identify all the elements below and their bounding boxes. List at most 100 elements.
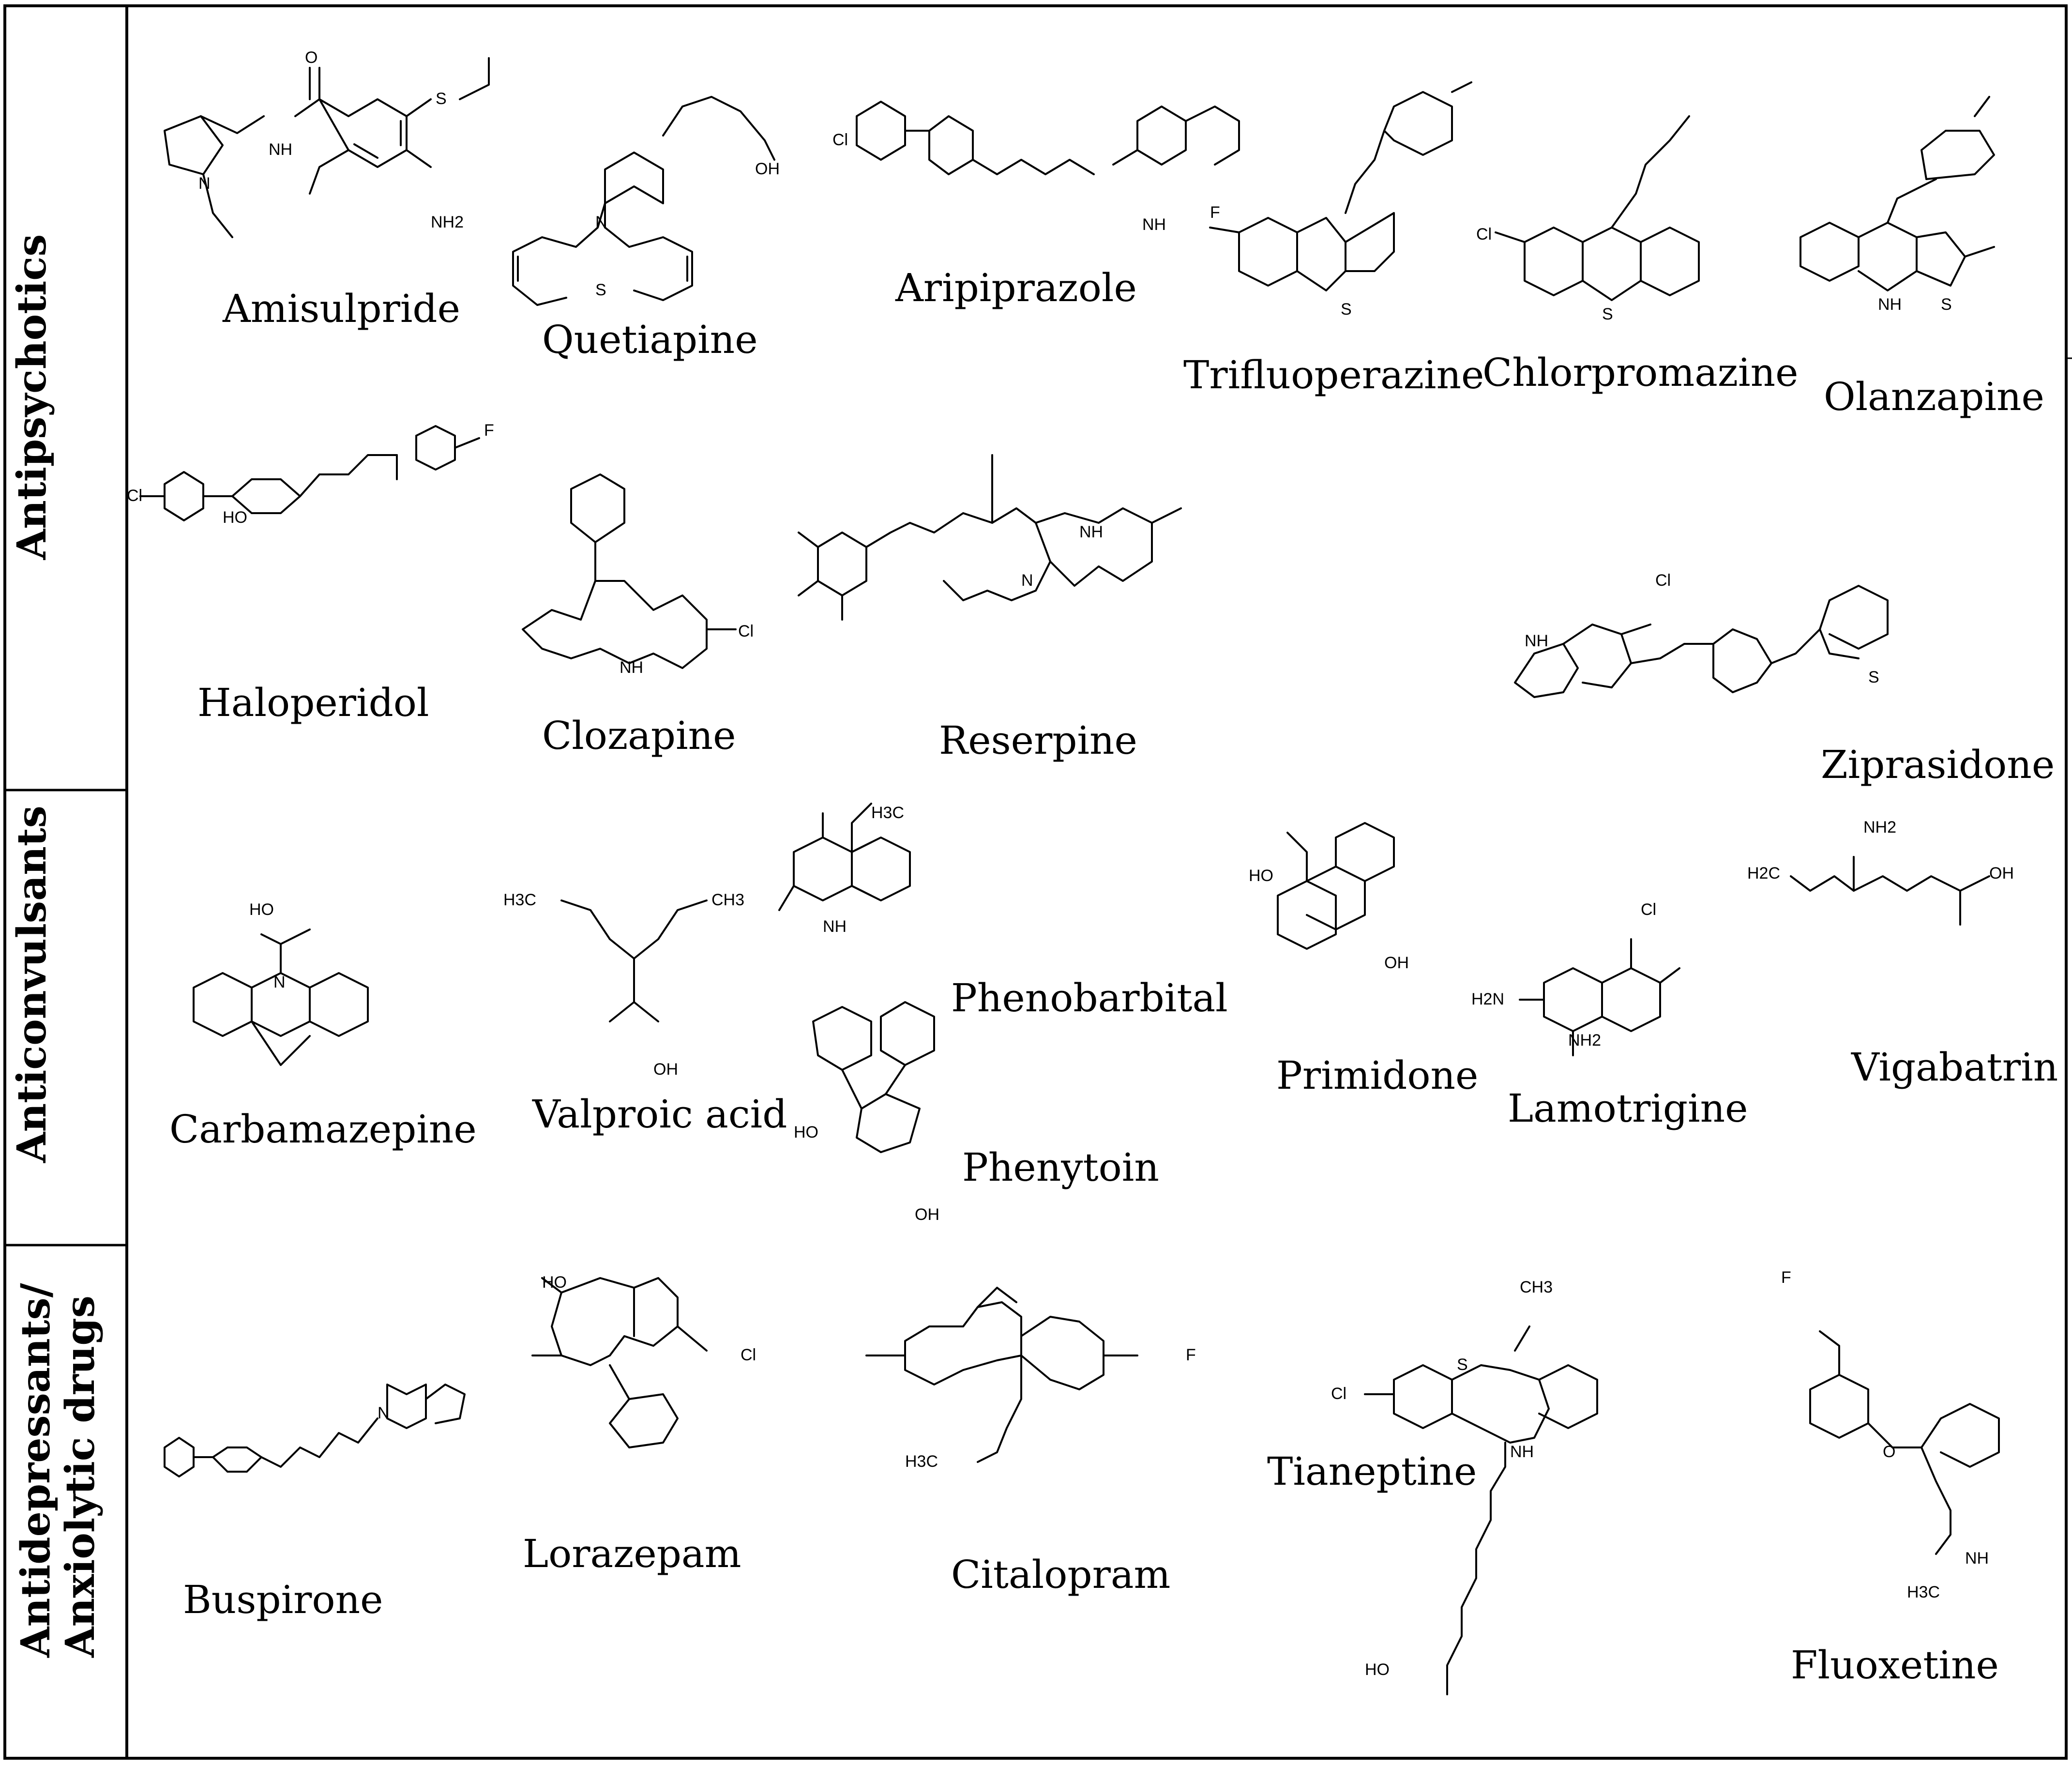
haloperidol-atom-f: F [484,421,494,440]
drug-name-lamotrigine: Lamotrigine [1508,1086,1748,1131]
clozapine-atom-nh: NH [620,658,643,677]
quetiapine-atom-oh: OH [755,160,780,178]
fluoxetine-atom-h3c: H3C [1907,1583,1940,1601]
chlorpromazine-atom-s: S [1602,305,1613,323]
reserpine-structure [798,454,1182,621]
vigabatrin-atom-nh2: NH2 [1863,818,1896,837]
drug-name-amisulpride: Amisulpride [223,286,460,331]
tianeptine-atom-nh: NH [1510,1443,1534,1461]
carbamazepine-atom-n: N [273,973,286,991]
valproic-atom-oh: OH [653,1060,678,1079]
vigabatrin-atom-oh: OH [1989,864,2014,883]
citalopram-atom-h3c: H3C [905,1452,938,1471]
trifluoperazine-atom-f: F [1210,203,1220,222]
lamotrigine-structure [1519,938,1680,1056]
trifluoperazine-structure [1209,81,1472,291]
drug-name-phenobarbital: Phenobarbital [951,975,1228,1020]
phenobarbital-atom-nh: NH [823,917,847,936]
lorazepam-atom-ho: HO [542,1273,567,1292]
amisulpride-atom-o: O [305,48,318,67]
clozapine-atom-cl: Cl [738,622,754,640]
vigabatrin-atom-h2c: H2C [1747,864,1780,883]
drug-name-primidone: Primidone [1276,1053,1479,1098]
drug-name-tianeptine: Tianeptine [1267,1449,1477,1494]
drug-name-carbamazepine: Carbamazepine [169,1107,477,1152]
drug-name-trifluoperazine: Trifluoperazine [1183,352,1484,397]
drug-name-phenytoin: Phenytoin [962,1145,1159,1190]
ziprasidone-atom-cl: Cl [1655,571,1671,590]
ziprasidone-structure [1514,585,1889,698]
citalopram-structure [865,1287,1138,1463]
haloperidol-atom-cl: Cl [127,487,142,505]
drug-name-haloperidol: Haloperidol [197,680,429,725]
primidone-atom-oh: OH [1384,954,1409,972]
aripiprazole-structure [856,101,1240,175]
buspirone-structure [164,1384,466,1477]
haloperidol-atom-ho: HO [223,508,247,527]
buspirone-atom-n: N [378,1404,390,1422]
drug-name-fluoxetine: Fluoxetine [1791,1643,1999,1688]
amisulpride-atom-s: S [436,90,447,108]
valproic-atom-ch3: CH3 [711,891,744,909]
vigabatrin-structure [1790,856,1990,926]
aripiprazole-atom-nh: NH [1142,215,1166,234]
chlorpromazine-atom-cl: Cl [1476,225,1492,244]
haloperidol-structure [139,425,480,521]
category-antipsychotics: Antipsychotics [9,234,55,560]
amisulpride-atom-nh2: NH2 [431,213,464,231]
tianeptine-atom-ch3: CH3 [1520,1278,1553,1296]
chlorpromazine-structure [1495,115,1700,301]
lorazepam-atom-cl: Cl [741,1346,756,1364]
phenobarbital-atom-h3c: H3C [871,804,904,822]
tianeptine-atom-ho: HO [1365,1660,1390,1679]
amisulpride-atom-n: N [198,174,211,193]
reserpine-atom-n: N [1021,571,1033,590]
drug-name-aripiprazole: Aripiprazole [895,265,1137,310]
phenytoin-atom-oh: OH [915,1205,939,1224]
drug-name-citalopram: Citalopram [951,1552,1171,1597]
citalopram-atom-f: F [1186,1346,1196,1364]
aripiprazole-atom-cl: Cl [832,131,848,149]
drug-name-olanzapine: Olanzapine [1824,374,2044,419]
lamotrigine-atom-h2n: H2N [1471,990,1504,1008]
lamotrigine-atom-nh2: NH2 [1568,1031,1601,1050]
lamotrigine-atom-cl: Cl [1641,900,1656,919]
clozapine-structure [522,473,737,669]
tianeptine-atom-cl: Cl [1331,1385,1346,1403]
ziprasidone-atom-s: S [1868,668,1879,686]
valproic-acid-structure [560,899,708,1022]
carbamazepine-atom-ho: HO [249,900,274,919]
phenytoin-structure [812,1001,935,1153]
drug-name-clozapine: Clozapine [542,713,736,758]
drug-name-buspirone: Buspirone [183,1577,383,1622]
olanzapine-atom-nh: NH [1878,295,1902,314]
quetiapine-structure [512,96,775,306]
drug-name-vigabatrin: Vigabatrin [1851,1045,2058,1090]
drug-name-reserpine: Reserpine [939,718,1137,763]
category-antidepressants-line1: Antidepressants/ [13,1283,59,1658]
drug-name-ziprasidone: Ziprasidone [1821,742,2055,787]
quetiapine-atom-n: N [595,213,607,231]
drug-name-valproic-acid: Valproic acid [532,1092,787,1137]
category-antidepressants: Antidepressants/ Anxiolytic drugs [13,1283,104,1658]
tianeptine-structure [1364,1325,1598,1695]
fluoxetine-atom-f: F [1781,1268,1791,1287]
ziprasidone-atom-nh: NH [1525,632,1548,650]
tianeptine-atom-s: S [1457,1355,1468,1374]
amisulpride-structure [164,57,490,238]
olanzapine-structure [1800,96,1995,291]
category-antidepressants-line2: Anxiolytic drugs [57,1295,104,1658]
primidone-structure [1277,822,1395,950]
trifluoperazine-atom-s: S [1341,300,1352,319]
phenytoin-atom-ho: HO [794,1123,818,1142]
amisulpride-atom-nh: NH [269,140,292,159]
primidone-atom-ho: HO [1249,867,1273,885]
phenobarbital-structure [778,803,911,911]
lorazepam-structure [531,1277,708,1448]
fluoxetine-structure [1809,1330,2000,1555]
olanzapine-atom-s: S [1941,295,1952,314]
drug-name-quetiapine: Quetiapine [542,317,758,362]
fluoxetine-atom-o: O [1883,1443,1895,1461]
drug-name-chlorpromazine: Chlorpromazine [1482,350,1799,395]
